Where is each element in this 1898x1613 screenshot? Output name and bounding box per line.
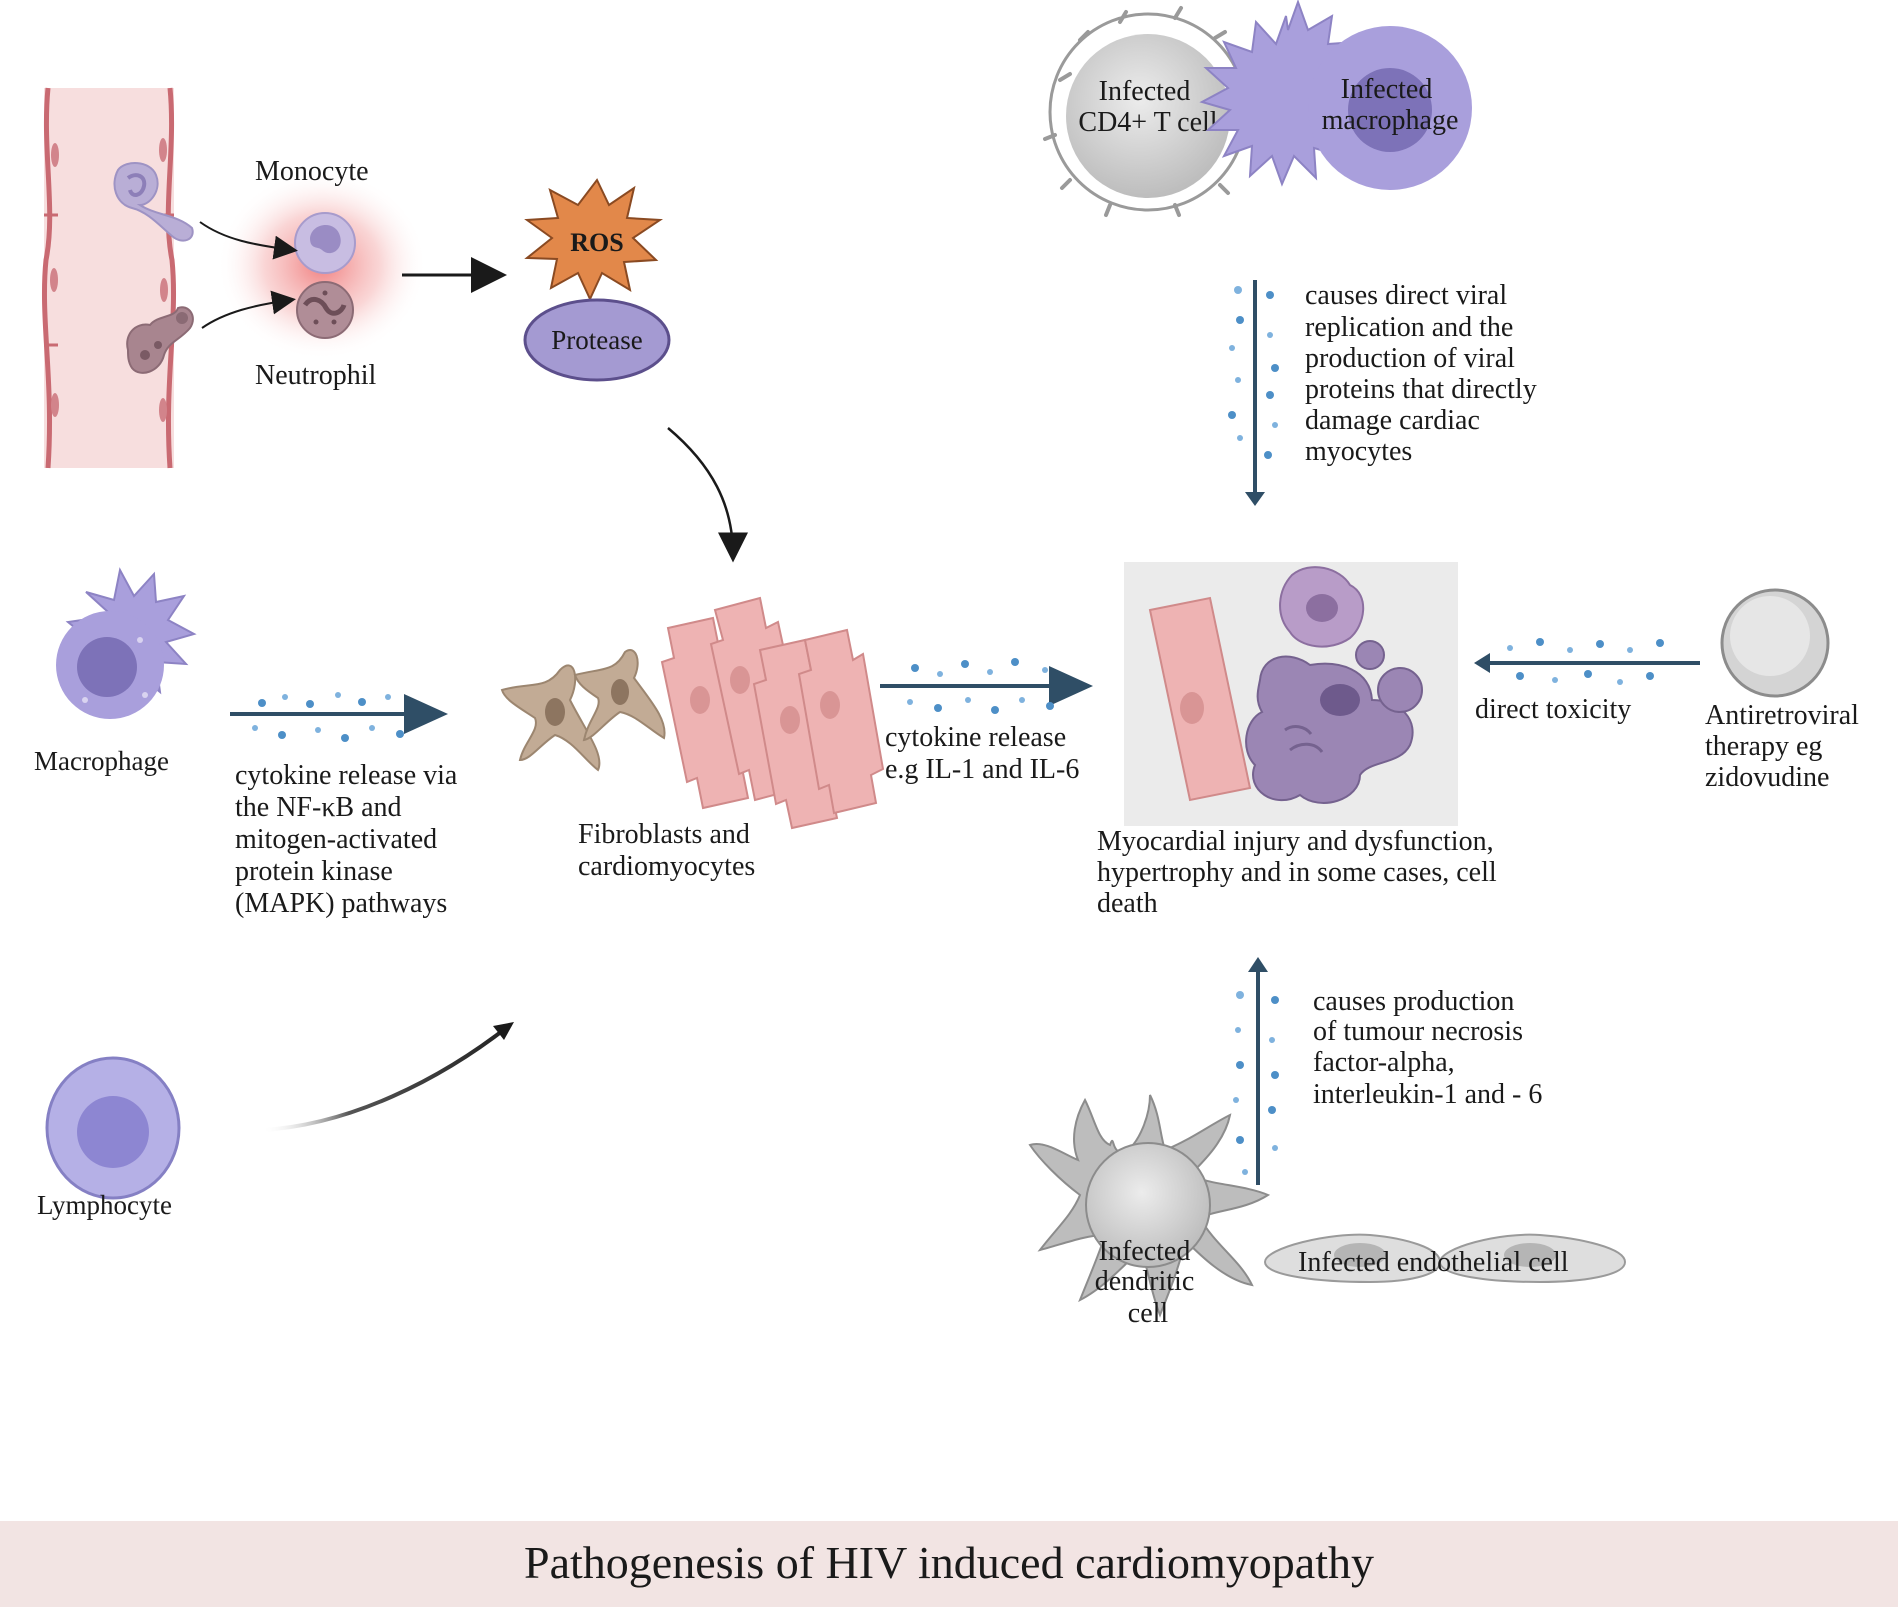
direct-toxicity-arrow — [1474, 638, 1700, 685]
figure-title: Pathogenesis of HIV induced cardiomyopat… — [524, 1537, 1374, 1588]
blood-vessel-icon — [41, 87, 177, 469]
apoptotic-cells-icon — [1245, 655, 1414, 804]
infected-macrophage-label: Infected macrophage — [1322, 74, 1459, 136]
migrating-neutrophil-icon — [126, 306, 194, 374]
tnf-production-arrow — [1233, 957, 1279, 1185]
protease-icon: Protease — [523, 298, 671, 382]
antiretroviral-label: Antiretroviral therapy eg zidovudine — [1705, 700, 1866, 793]
fibroblasts-label: Fibroblasts and cardiomyocytes — [578, 819, 757, 882]
monocyte-label: Monocyte — [255, 156, 369, 187]
macrophage-label: Macrophage — [34, 746, 169, 776]
ros-star-icon: ROS — [524, 178, 664, 302]
viral-replication-text: causes direct viral replication and the … — [1305, 280, 1544, 467]
migrating-monocyte-icon — [113, 162, 194, 242]
infected-dendritic-label: Infected dendritic cell — [1095, 1236, 1202, 1329]
protease-label: Protease — [551, 325, 642, 355]
macrophage-icon — [56, 567, 197, 719]
lymphocyte-icon — [45, 1056, 181, 1200]
myocardial-injury-text: Myocardial injury and dysfunction, hyper… — [1097, 826, 1504, 919]
lymphocyte-to-fibroblast-arrow — [261, 1023, 512, 1132]
infected-macrophage-icon — [1199, 0, 1472, 190]
infected-cd4-label: Infected CD4+ T cell — [1078, 76, 1217, 138]
viral-replication-arrow — [1228, 280, 1279, 506]
drug-pill-icon — [1720, 588, 1830, 698]
infected-endothelial-label: Infected endothelial cell — [1298, 1247, 1569, 1278]
monocyte-icon — [294, 212, 356, 274]
cardiomyocyte-icon — [660, 596, 885, 830]
infected-endothelial-cell-icon — [1263, 1233, 1627, 1284]
lymphocyte-arrow-head — [493, 1022, 514, 1040]
myocardial-injury-panel — [1124, 562, 1458, 826]
direct-toxicity-text: direct toxicity — [1475, 694, 1631, 725]
cytokine-arrow-il — [880, 658, 1093, 714]
migration-arrow-neutrophil — [201, 290, 296, 329]
protease-to-fibroblast-arrow — [667, 427, 748, 563]
neutrophil-icon — [296, 281, 354, 339]
lymphocyte-label: Lymphocyte — [37, 1190, 172, 1220]
title-band — [0, 1521, 1898, 1607]
fibroblast-icon — [500, 649, 666, 772]
infected-t-cell-icon — [1043, 6, 1252, 217]
tnf-production-text: causes production of tumour necrosis fac… — [1313, 986, 1542, 1110]
cytokine-il-text: cytokine release e.g IL-1 and IL-6 — [885, 722, 1079, 785]
migration-arrow-monocyte — [199, 221, 298, 260]
cytokine-arrow-nfkb — [230, 692, 448, 742]
cytokine-nfkb-text: cytokine release via the NF-κB and mitog… — [235, 760, 464, 919]
ros-label: ROS — [570, 228, 623, 257]
neutrophil-label: Neutrophil — [255, 360, 377, 391]
infected-dendritic-cell-icon — [1028, 1094, 1271, 1318]
